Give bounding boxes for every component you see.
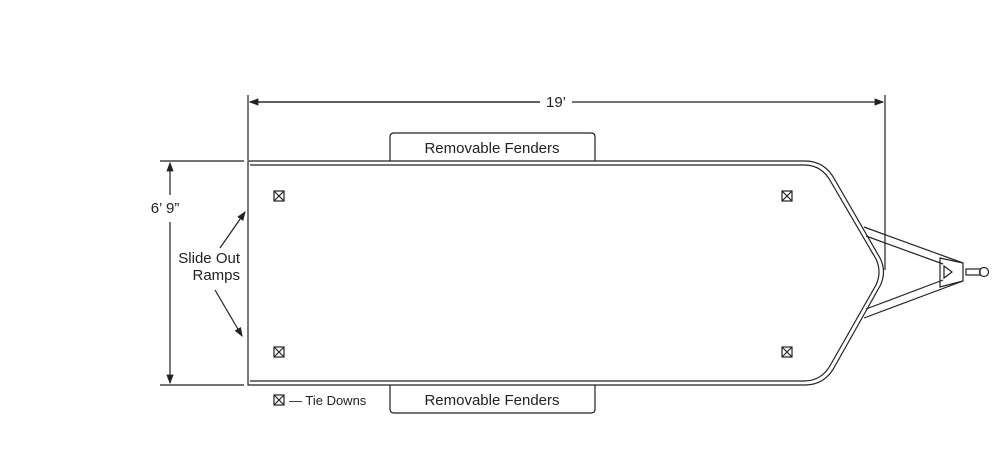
length-label: 19’: [546, 94, 566, 111]
ramps-label-line1: Slide Out: [178, 250, 241, 267]
tie-down-icon: [273, 346, 285, 358]
width-dimension: 6’ 9”: [151, 160, 244, 386]
length-dimension: 19’: [247, 94, 886, 270]
legend: — Tie Downs: [273, 393, 367, 408]
width-label: 6’ 9”: [151, 200, 180, 217]
legend-label: — Tie Downs: [289, 393, 367, 408]
tie-downs: [273, 190, 793, 358]
slide-out-ramps-callout: Slide Out Ramps: [178, 211, 246, 338]
fender-bottom: Removable Fenders: [389, 385, 596, 414]
trailer-tongue: [863, 226, 990, 319]
tie-down-icon: [781, 346, 793, 358]
tie-down-icon: [273, 190, 285, 202]
fender-bottom-label: Removable Fenders: [424, 392, 559, 409]
tie-down-icon: [781, 190, 793, 202]
fender-top: Removable Fenders: [389, 132, 596, 161]
trailer-body: [247, 160, 885, 386]
ramps-label-line2: Ramps: [192, 267, 240, 284]
fender-top-label: Removable Fenders: [424, 140, 559, 157]
tie-down-legend-icon: [273, 394, 285, 406]
